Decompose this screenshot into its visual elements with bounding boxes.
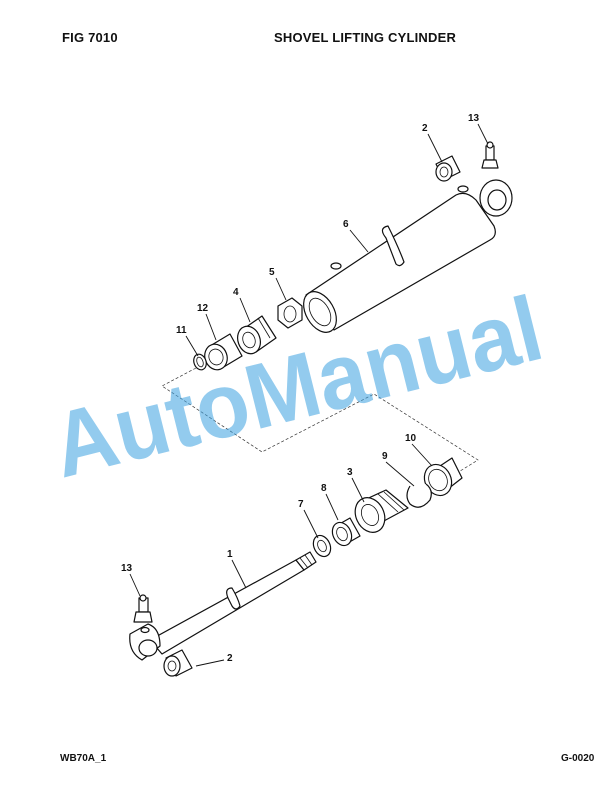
bushing-bottom <box>163 649 193 677</box>
leader-lines <box>129 123 489 667</box>
callout-13-top: 13 <box>468 113 480 124</box>
callout-6: 6 <box>343 219 349 230</box>
callout-2-bottom: 2 <box>227 653 233 664</box>
callout-12: 12 <box>197 303 209 314</box>
assembly-boundary-line <box>161 367 479 477</box>
callout-1: 1 <box>227 549 233 560</box>
callout-11: 11 <box>176 325 187 336</box>
grease-nipple-bottom <box>133 594 153 623</box>
page-code: G-0020 <box>561 753 595 764</box>
document-code: WB70A_1 <box>60 753 107 764</box>
callout-10: 10 <box>405 433 417 444</box>
piston-rod <box>129 551 317 661</box>
callout-2-top: 2 <box>422 123 428 134</box>
callout-13-bottom: 13 <box>121 563 133 574</box>
guide-bushing <box>331 517 361 547</box>
figure-title: SHOVEL LIFTING CYLINDER <box>274 30 457 45</box>
circlip <box>406 483 432 508</box>
figure-number: FIG 7010 <box>62 30 118 45</box>
callout-8: 8 <box>321 483 327 494</box>
wiper-seal <box>312 534 332 558</box>
callout-3: 3 <box>347 467 353 478</box>
bushing-top <box>435 155 461 182</box>
piston <box>237 315 277 355</box>
piston-nut <box>277 297 303 329</box>
cylinder-barrel <box>303 179 513 333</box>
rod-seal-housing <box>423 457 463 497</box>
piston-seal <box>204 333 243 371</box>
callout-9: 9 <box>382 451 388 462</box>
cylinder-head <box>354 489 409 533</box>
callout-5: 5 <box>269 267 275 278</box>
callout-4: 4 <box>233 287 239 298</box>
grease-nipple-top <box>481 141 499 169</box>
callout-7: 7 <box>298 499 304 510</box>
